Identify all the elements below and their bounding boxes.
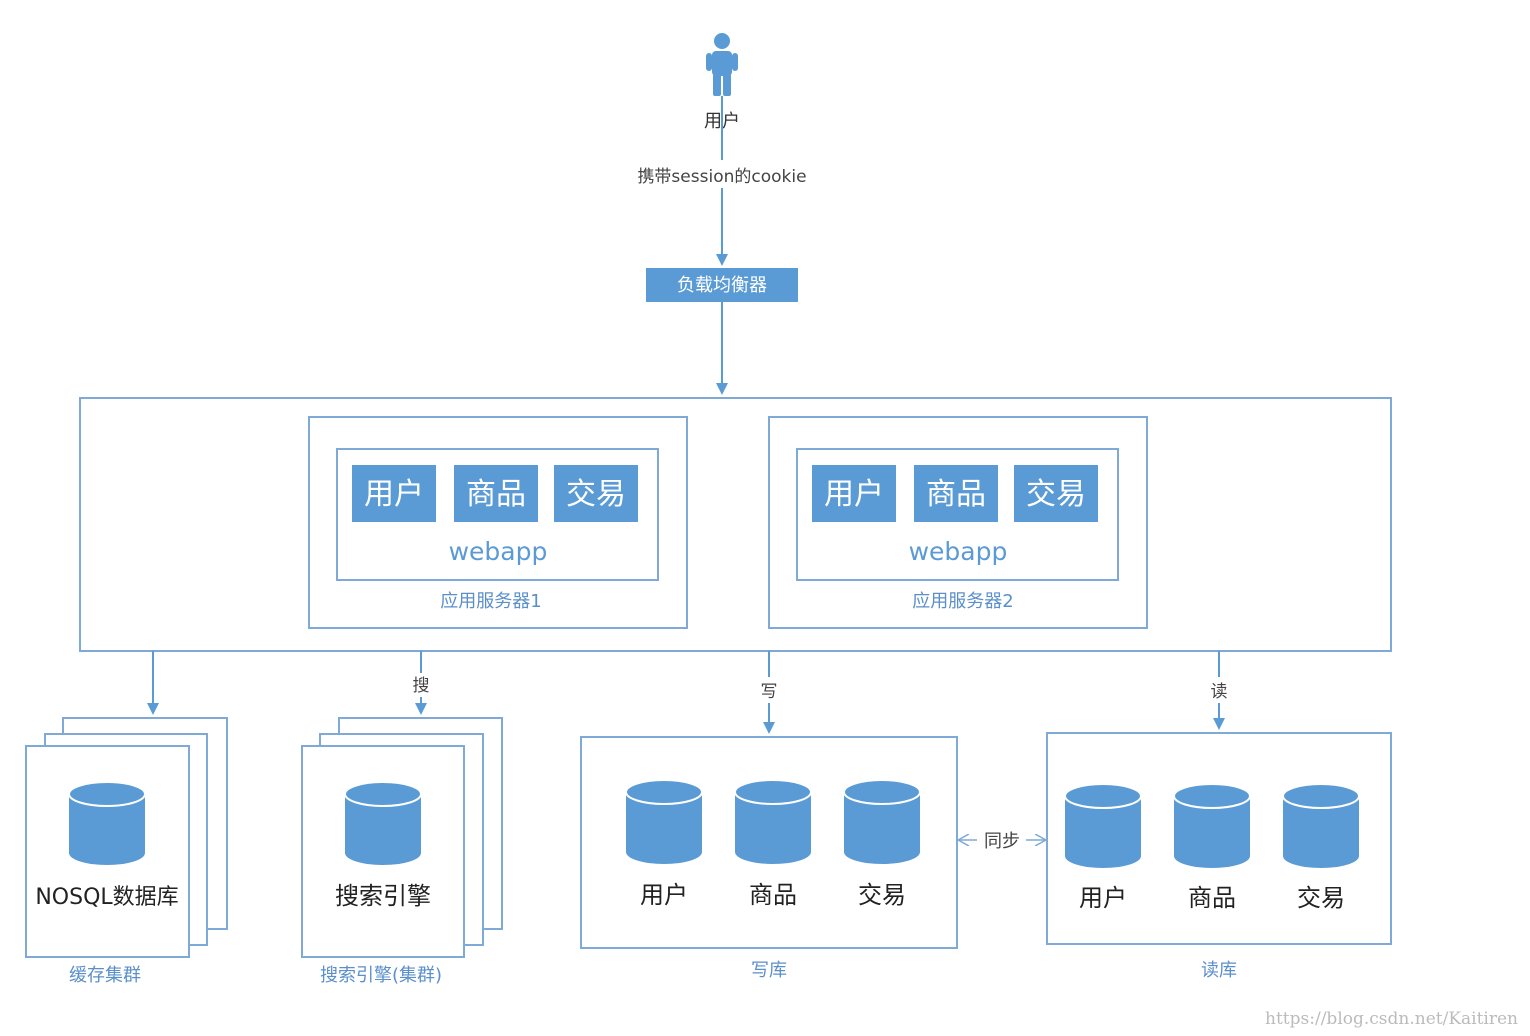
edge-search-label: 搜: [413, 676, 430, 696]
write-db-trade-icon: [843, 779, 921, 864]
edge-write-label: 写: [761, 682, 778, 702]
app1-webapp-label: webapp: [449, 537, 548, 566]
search-cluster: 搜索引擎: [301, 717, 503, 958]
app2-module-user: [812, 465, 896, 522]
read-db-trade-icon: [1282, 783, 1360, 868]
app1-module-product-label: 商品: [466, 477, 526, 512]
search-database-icon: [344, 781, 422, 865]
cache-inner-label: NOSQL数据库: [35, 885, 178, 910]
app1-module-trade-label: 交易: [566, 477, 626, 512]
write-db-user-label: 用户: [640, 881, 688, 909]
app1-module-trade: [554, 465, 638, 522]
edge-user-lb-label: 携带session的cookie: [637, 167, 806, 187]
write-db-user-icon: [625, 779, 703, 864]
webapp-1-frame: [336, 448, 659, 581]
read-db-product-label: 商品: [1188, 884, 1236, 912]
app2-module-product: [914, 465, 998, 522]
load-balancer: [646, 268, 798, 302]
app-server-2: 用户 商品 交易 webapp 应用服务器2: [768, 416, 1148, 629]
search-cluster-label: 搜索引擎(集群): [320, 965, 442, 986]
write-db-label: 写库: [751, 960, 787, 981]
read-db-user-icon: [1064, 783, 1142, 868]
read-db-trade-label: 交易: [1297, 884, 1345, 912]
cache-database-icon: [68, 781, 146, 865]
read-db-label: 读库: [1201, 960, 1237, 981]
write-db-product-icon: [734, 779, 812, 864]
app2-module-trade: [1014, 465, 1098, 522]
app-cluster-frame: [79, 397, 1392, 652]
app1-module-product: [454, 465, 538, 522]
user-icon: [706, 33, 738, 96]
load-balancer-label: 负载均衡器: [677, 275, 767, 296]
read-db-user-label: 用户: [1079, 884, 1127, 912]
edge-read-label: 读: [1211, 682, 1228, 702]
app-server-2-label: 应用服务器2: [912, 591, 1013, 612]
webapp-2-frame: [796, 448, 1119, 581]
app2-module-user-label: 用户: [824, 477, 884, 512]
app2-module-trade-label: 交易: [1026, 477, 1086, 512]
watermark: https://blog.csdn.net/Kaitiren: [1265, 1009, 1518, 1029]
write-db-trade-label: 交易: [858, 881, 906, 909]
app2-module-product-label: 商品: [926, 477, 986, 512]
read-db-product-icon: [1173, 783, 1251, 868]
write-db-product-label: 商品: [749, 881, 797, 909]
cache-cluster-label: 缓存集群: [69, 965, 141, 986]
search-inner-label: 搜索引擎: [335, 882, 431, 910]
app2-webapp-label: webapp: [909, 537, 1008, 566]
app1-module-user: [352, 465, 436, 522]
sync-label: 同步: [984, 831, 1020, 852]
app-server-1-frame: [308, 416, 688, 629]
app-server-1: 用户 商品 交易 webapp 应用服务器1: [308, 416, 688, 629]
app-server-2-frame: [768, 416, 1148, 629]
read-db-frame: [1046, 732, 1392, 945]
app1-module-user-label: 用户: [364, 477, 424, 512]
cache-cluster: NOSQL数据库: [25, 717, 228, 958]
app-server-1-label: 应用服务器1: [440, 591, 541, 612]
